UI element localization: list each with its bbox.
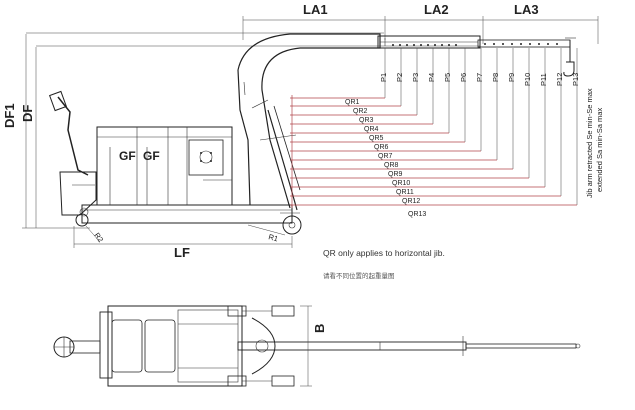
jib-extended-note: extended Sa min-Sa max <box>595 108 604 192</box>
width-label: B <box>312 324 327 333</box>
point-label: P5 <box>443 73 452 82</box>
radius-label: QR11 <box>396 189 414 196</box>
radius-label: QR5 <box>369 135 384 142</box>
top-dimensions: LA1 LA2 LA3 <box>26 2 599 47</box>
radius-label: QR8 <box>384 162 399 169</box>
df1-label: DF1 <box>2 103 17 128</box>
point-label: P1 <box>379 73 388 82</box>
qr-note: QR only applies to horizontal jib. <box>323 248 445 258</box>
la2-label: LA2 <box>424 2 449 17</box>
lf-label: LF <box>174 245 190 260</box>
gf-label-1: GF <box>119 149 136 163</box>
height-dimensions: DF1 DF <box>2 34 90 229</box>
jib-notes: Jib arm retracted Se min-Se max extended… <box>585 88 604 198</box>
df-label: DF <box>20 105 35 122</box>
radius-label: QR10 <box>392 180 410 187</box>
radius-label: QR9 <box>388 171 403 178</box>
point-label: P3 <box>411 73 420 82</box>
jib-retracted-note: Jib arm retracted Se min-Se max <box>585 88 594 198</box>
point-label: P9 <box>507 73 516 82</box>
la1-label: LA1 <box>303 2 328 17</box>
point-label: P6 <box>459 73 468 82</box>
radius-label: QR13 <box>408 211 426 218</box>
la3-label: LA3 <box>514 2 539 17</box>
point-label: P2 <box>395 73 404 82</box>
crane-side-view: GF GF <box>48 33 576 235</box>
radius-label: QR4 <box>364 126 379 133</box>
radius-label: QR6 <box>374 144 389 151</box>
gf-label-2: GF <box>143 149 160 163</box>
r2-label: R2 <box>92 231 105 244</box>
r1-label: R1 <box>267 232 279 243</box>
point-label: P8 <box>491 73 500 82</box>
jib-holes <box>392 43 558 46</box>
cn-note: 请看不同位置的起重量图 <box>323 271 395 280</box>
point-label: P4 <box>427 73 436 82</box>
radius-label: QR2 <box>353 108 368 115</box>
point-label: P12 <box>555 73 564 86</box>
radius-label: QR1 <box>345 99 360 106</box>
radius-label: QR7 <box>378 153 393 160</box>
radius-label: QR12 <box>402 198 420 205</box>
base-dimensions: LF R1 R2 <box>73 224 293 260</box>
crane-plan-view: B <box>53 305 581 387</box>
point-label: P11 <box>539 73 548 86</box>
point-labels: P1 P2 P3 P4 P5 P6 P7 P8 P9 P10 P11 P12 P… <box>379 48 580 205</box>
point-label: P7 <box>475 73 484 82</box>
point-label: P13 <box>571 73 580 86</box>
point-label: P10 <box>523 73 532 86</box>
radius-label: QR3 <box>359 117 374 124</box>
radius-lines: QR1 QR2 QR3 QR4 QR5 QR6 QR7 QR8 QR9 QR10… <box>290 95 577 218</box>
